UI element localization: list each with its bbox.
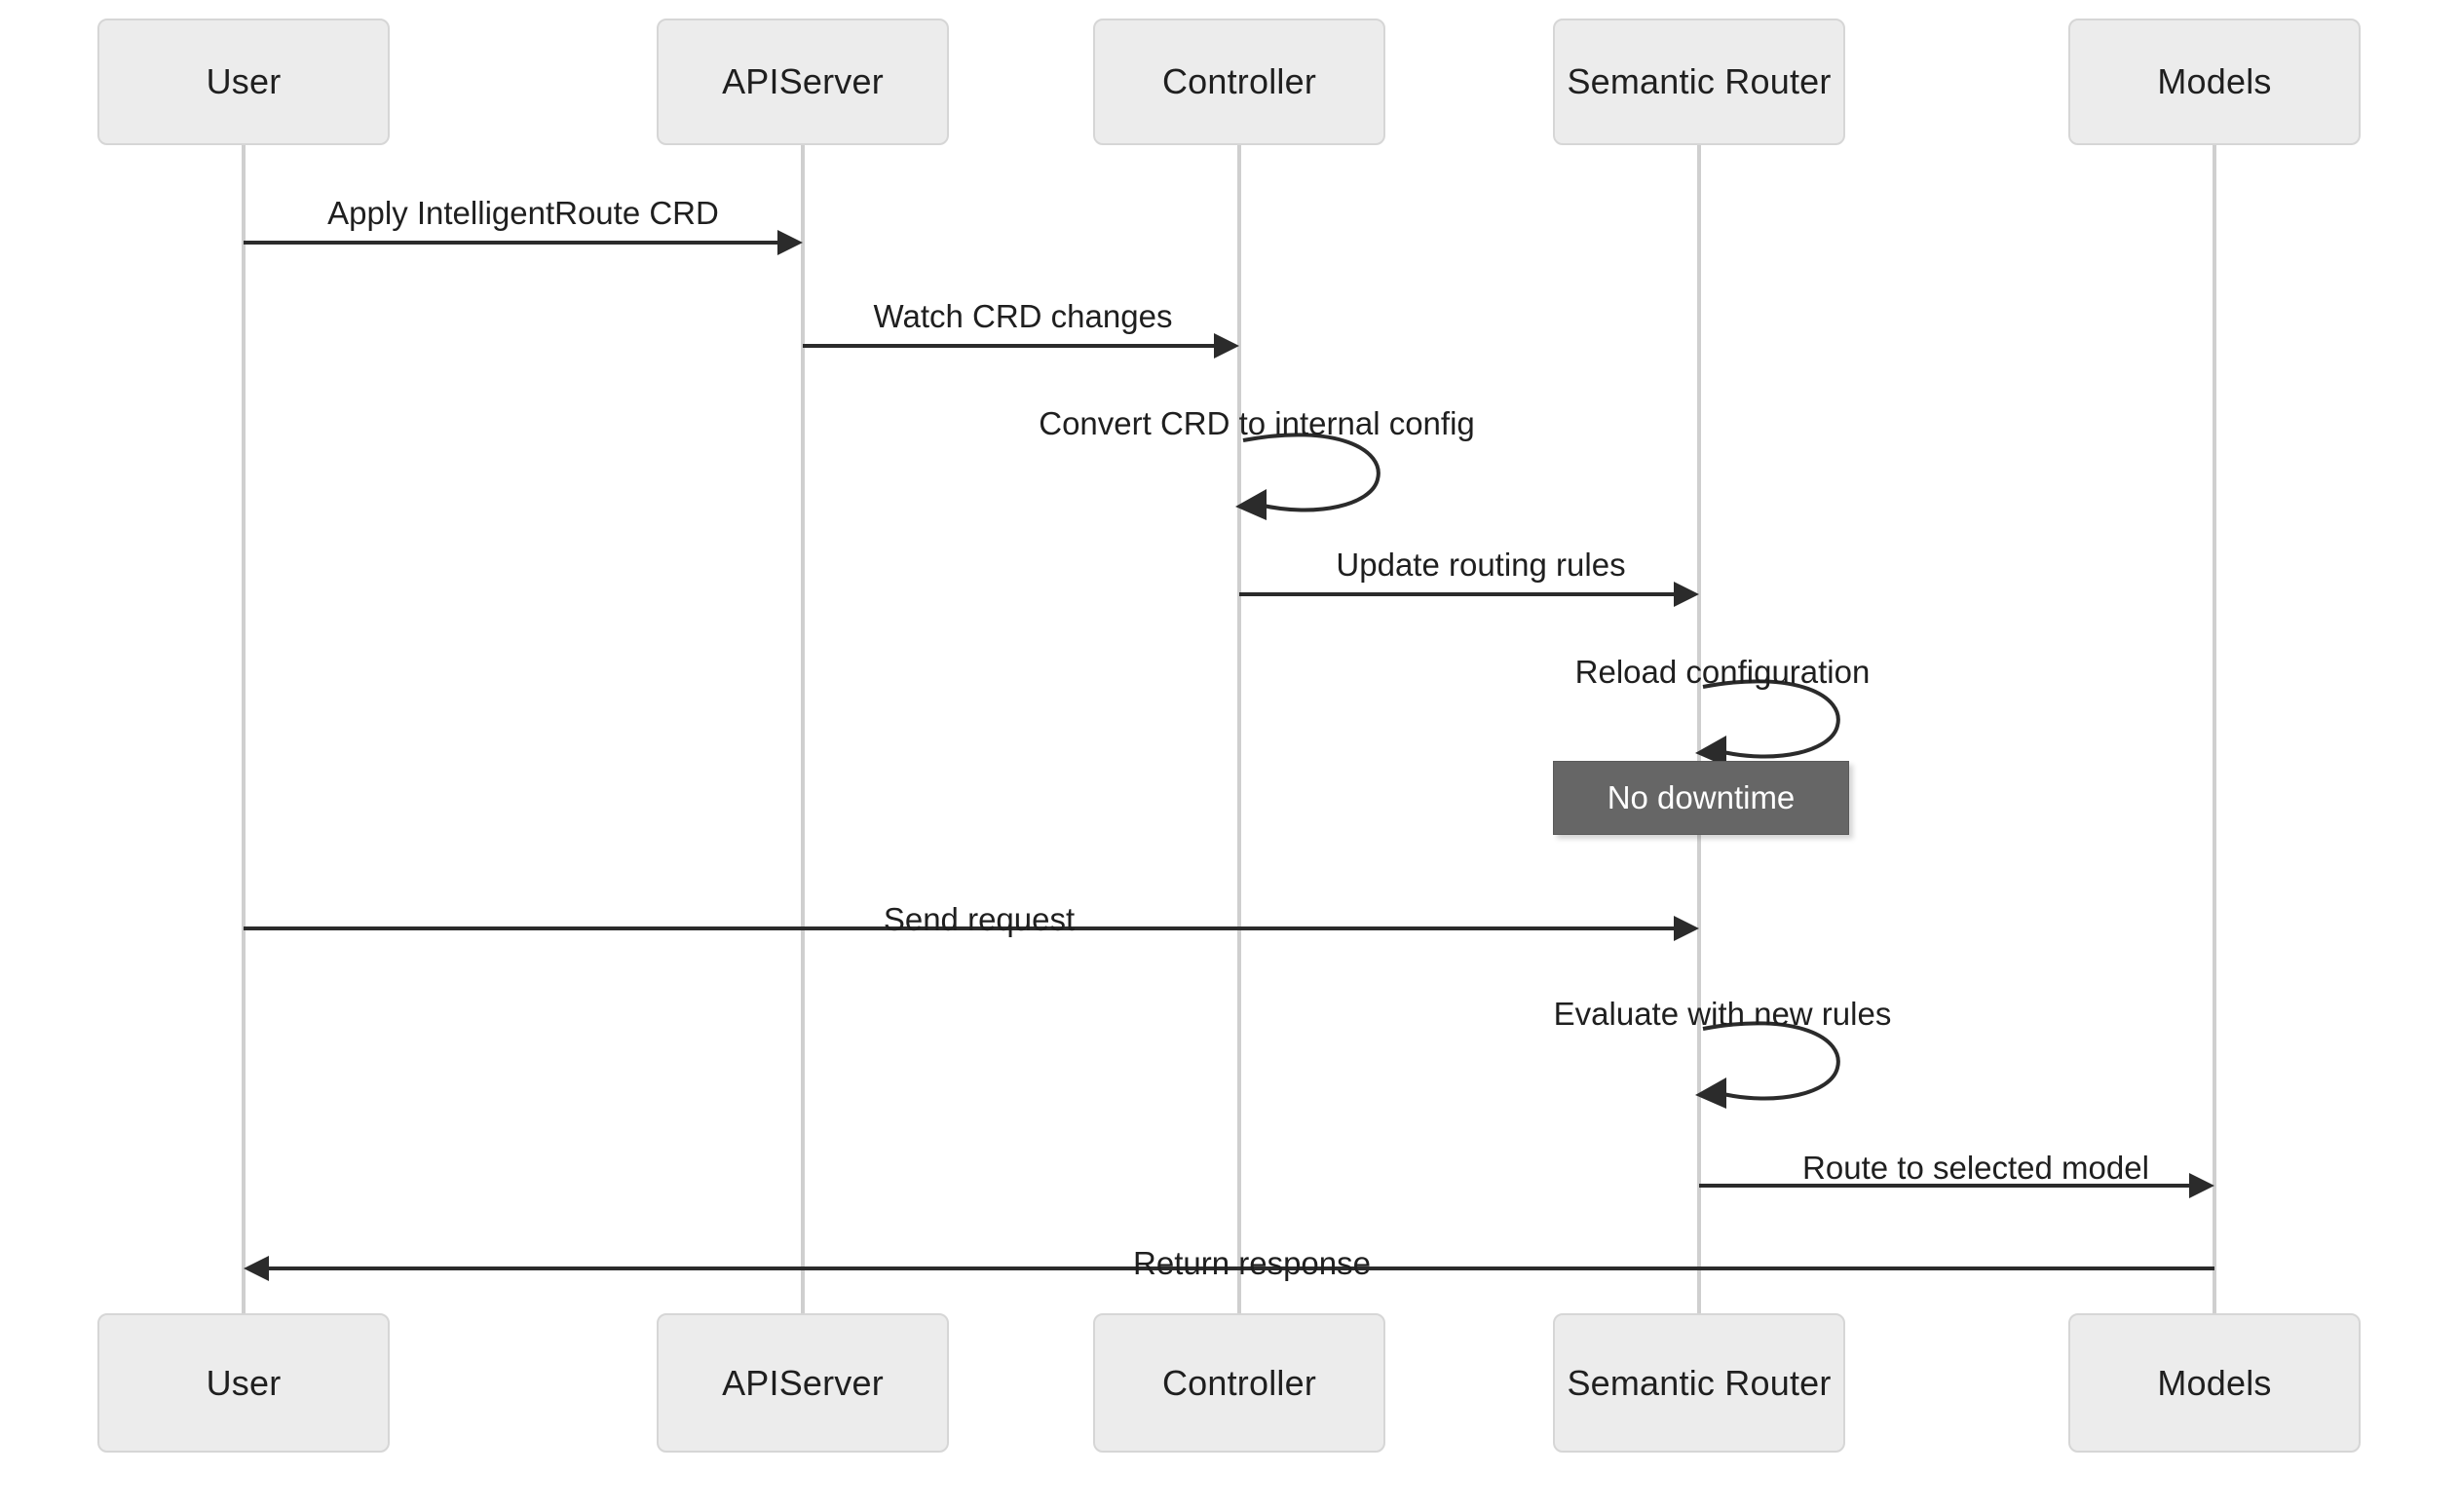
note-label: No downtime: [1607, 779, 1796, 815]
participant-label: Models: [2157, 61, 2272, 101]
participant-label: Semantic Router: [1567, 1362, 1832, 1403]
message-line-send-request: [244, 926, 1674, 930]
message-line-route-to-selected-model: [1699, 1184, 2189, 1188]
participant-label: Controller: [1161, 61, 1317, 101]
message-label-send-request: Send request: [883, 901, 1076, 937]
note-no-downtime: No downtime: [1553, 761, 1849, 835]
participant-label: User: [206, 61, 282, 101]
message-label-watch-crd-changes: Watch CRD changes: [873, 298, 1173, 334]
participant-router-header[interactable]: Semantic Router: [1553, 19, 1845, 145]
lifeline-router: [1697, 145, 1701, 1313]
participant-label: APIServer: [722, 61, 884, 101]
arrowhead-left-icon: [244, 1256, 269, 1281]
message-label-convert-crd: Convert CRD to internal config: [1039, 405, 1475, 441]
participant-user-footer[interactable]: User: [97, 1313, 390, 1453]
arrowhead-right-icon: [1214, 333, 1239, 359]
participant-label: Semantic Router: [1567, 61, 1832, 101]
self-loop-router-evaluate: [1695, 1021, 1840, 1109]
message-line-return-response: [269, 1266, 2214, 1270]
participant-apiserver-footer[interactable]: APIServer: [657, 1313, 949, 1453]
participant-label: Models: [2157, 1362, 2272, 1403]
self-loop-controller: [1235, 433, 1381, 520]
lifeline-models: [2213, 145, 2216, 1313]
participant-label: User: [206, 1362, 282, 1403]
participant-label: APIServer: [722, 1362, 884, 1403]
message-label-evaluate-with-new-rules: Evaluate with new rules: [1553, 996, 1892, 1032]
arrowhead-right-icon: [777, 230, 803, 255]
lifeline-user: [242, 145, 246, 1313]
message-label-reload-configuration: Reload configuration: [1574, 654, 1871, 690]
self-loop-router-reload: [1695, 679, 1840, 767]
participant-label: Controller: [1161, 1362, 1317, 1403]
lifeline-controller: [1237, 145, 1241, 1313]
arrowhead-right-icon: [2189, 1173, 2214, 1198]
participant-models-footer[interactable]: Models: [2068, 1313, 2361, 1453]
arrowhead-right-icon: [1674, 582, 1699, 607]
message-line-apply-crd: [244, 241, 777, 245]
message-label-update-routing-rules: Update routing rules: [1336, 547, 1626, 583]
message-label-apply-crd: Apply IntelligentRoute CRD: [327, 195, 719, 231]
lifeline-apiserver: [801, 145, 805, 1313]
participant-models-header[interactable]: Models: [2068, 19, 2361, 145]
participant-router-footer[interactable]: Semantic Router: [1553, 1313, 1845, 1453]
message-line-update-routing-rules: [1239, 592, 1674, 596]
participant-controller-header[interactable]: Controller: [1093, 19, 1385, 145]
participant-apiserver-header[interactable]: APIServer: [657, 19, 949, 145]
participant-user-header[interactable]: User: [97, 19, 390, 145]
message-label-return-response: Return response: [1133, 1245, 1371, 1281]
arrowhead-right-icon: [1674, 916, 1699, 941]
message-label-route-to-selected-model: Route to selected model: [1802, 1150, 2149, 1186]
participant-controller-footer[interactable]: Controller: [1093, 1313, 1385, 1453]
message-line-watch-crd-changes: [803, 344, 1214, 348]
